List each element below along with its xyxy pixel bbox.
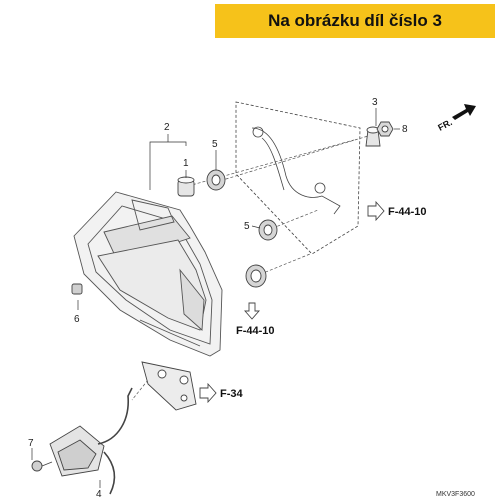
ref-arrow-upper — [367, 200, 385, 222]
screw-part-7 — [31, 460, 53, 472]
grommet-part-5-lower — [258, 219, 278, 241]
reference-label-f-44-10-upper: F-44-10 — [388, 206, 427, 218]
callout-number-3: 3 — [372, 97, 378, 108]
callout-number-1: 1 — [183, 158, 189, 169]
callout-lines — [31, 108, 400, 488]
leader-lines — [131, 135, 369, 401]
front-arrow-icon — [452, 104, 476, 120]
callout-number-4: 4 — [96, 489, 102, 500]
grommet-part-5-upper — [206, 169, 226, 191]
callout-number-8: 8 — [402, 124, 408, 135]
callout-number-2: 2 — [164, 122, 170, 133]
front-direction-indicator: FR. — [436, 104, 476, 133]
callout-number-6: 6 — [74, 314, 80, 325]
nut-part-8 — [376, 121, 394, 137]
grommet-left-lower — [245, 264, 267, 288]
callout-number-5-upper: 5 — [212, 139, 218, 150]
front-direction-label: FR. — [436, 117, 453, 133]
reference-label-f-34: F-34 — [220, 388, 244, 400]
taillight-housing — [73, 191, 223, 357]
diagram-code: MKV3F3600 — [436, 491, 475, 498]
ref-arrow-lower — [199, 382, 217, 404]
ref-arrow-middle — [244, 302, 260, 320]
license-plate-light — [49, 387, 133, 495]
callout-number-7: 7 — [28, 438, 34, 449]
license-light-bracket — [141, 361, 197, 411]
mounting-bracket — [235, 101, 361, 255]
clip-part-6 — [71, 283, 83, 295]
part-number-banner: Na obrázku díl číslo 3 — [215, 4, 495, 38]
callout-number-5-lower: 5 — [244, 221, 250, 232]
reference-label-f-44-10-lower: F-44-10 — [236, 325, 275, 337]
collar-part-1 — [177, 176, 195, 197]
